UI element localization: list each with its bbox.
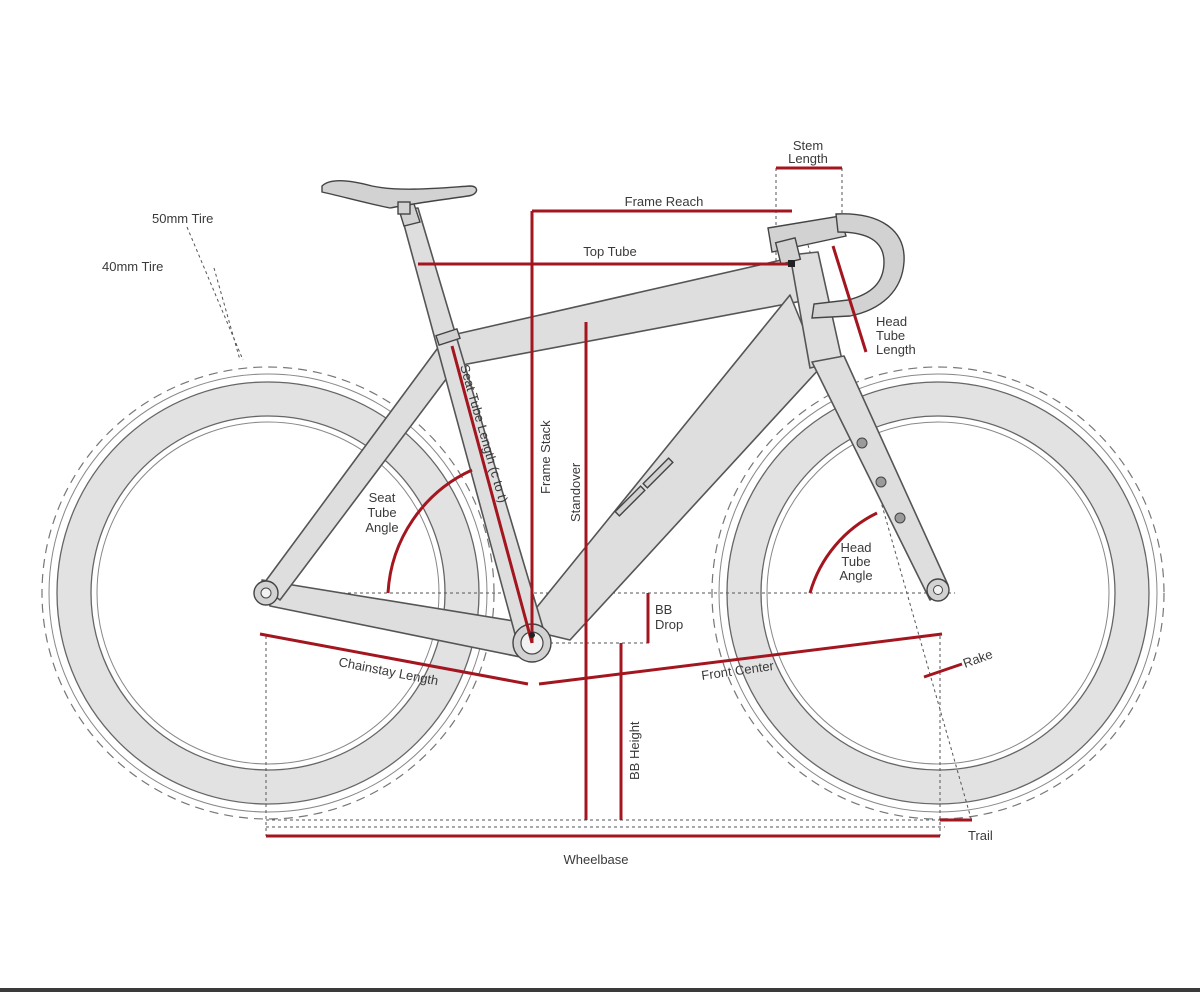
chainstay-length-line <box>259 632 529 686</box>
fork-mount-bolt <box>875 476 887 488</box>
rake-line <box>923 662 963 679</box>
front-rim-inner <box>766 421 1110 765</box>
top-tube-label: Top Tube <box>583 244 637 259</box>
bb-drop-label-line1: BB <box>655 602 672 617</box>
reach-point-marker <box>788 260 795 267</box>
head-tube-angle-label-line2: Tube <box>841 554 870 569</box>
fork-mount-bolt <box>856 437 868 449</box>
head-tube-angle-label-line3: Angle <box>839 568 872 583</box>
saddle-rail-clamp <box>397 201 411 215</box>
bb-height-label: BB Height <box>627 721 642 780</box>
head-tube-length-label-line3: Length <box>876 342 916 357</box>
head-tube-angle-arc <box>808 511 878 594</box>
front-tire-40mm-outline <box>718 373 1158 813</box>
rear-axle <box>260 587 272 599</box>
seat-tube-angle-label-line3: Angle <box>365 520 398 535</box>
frame <box>253 180 950 663</box>
saddle <box>321 180 478 209</box>
seat-tube-length-line <box>450 345 534 644</box>
head-tube-length-label-line1: Head <box>876 314 907 329</box>
bb-center-marker <box>529 632 535 638</box>
tire-50mm-label: 50mm Tire <box>152 211 213 226</box>
front-axle <box>933 585 943 595</box>
frame-reach-label: Frame Reach <box>625 194 704 209</box>
head-tube-length-line <box>831 245 868 353</box>
steering-axis <box>807 244 973 823</box>
seat-tube-angle-label-line1: Seat <box>369 490 396 505</box>
standover-label: Standover <box>568 462 583 522</box>
fork-mount-bolt <box>894 512 906 524</box>
rear-tire-outer-edge <box>56 381 480 805</box>
seat-tube-angle-label-line2: Tube <box>367 505 396 520</box>
frame-stack-label: Frame Stack <box>538 420 553 494</box>
dimension-lines <box>259 166 972 838</box>
bottle-mount <box>614 485 646 517</box>
head-tube-angle-label-line1: Head <box>840 540 871 555</box>
stem-length-label-line1: Stem <box>793 138 823 153</box>
tire-40mm-label: 40mm Tire <box>102 259 163 274</box>
seat-clamp <box>435 327 461 347</box>
trail-label: Trail <box>968 828 993 843</box>
front-tire-50mm-outline <box>711 366 1165 820</box>
rake-label: Rake <box>961 646 995 670</box>
front-rim <box>760 415 1116 771</box>
bottom-border <box>0 988 1200 992</box>
tire-40-leader <box>213 267 241 361</box>
seat-tube-angle-arc <box>386 468 473 594</box>
wheelbase-label: Wheelbase <box>563 852 628 867</box>
stem-length-label-line2: Length <box>788 151 828 166</box>
handlebar <box>811 213 905 319</box>
bb-drop-label-line2: Drop <box>655 617 683 632</box>
front-center-line <box>538 632 943 686</box>
head-tube-length-label-line2: Tube <box>876 328 905 343</box>
bottle-mount <box>642 457 674 489</box>
